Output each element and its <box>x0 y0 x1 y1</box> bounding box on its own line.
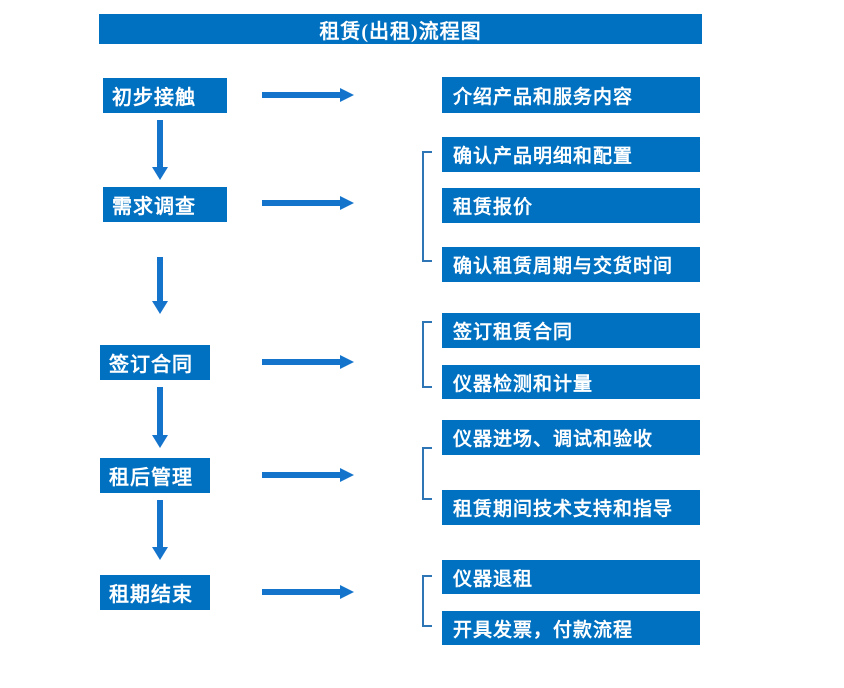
bracket-group-demand-survey <box>422 151 432 262</box>
title-bar: 租赁(出租)流程图 <box>99 14 702 44</box>
detail-box-technical-support: 租赁期间技术支持和指导 <box>442 490 700 525</box>
right-arrow-icon-1 <box>262 88 354 102</box>
right-arrow-icon-5 <box>262 585 354 599</box>
bracket-group-post-rental <box>422 447 432 500</box>
page-title: 租赁(出租)流程图 <box>319 20 482 43</box>
detail-box-confirm-product-details: 确认产品明细和配置 <box>442 137 700 172</box>
bracket-group-lease-end <box>422 575 432 627</box>
bracket-group-sign-contract <box>422 321 432 388</box>
detail-box-introduce-products: 介绍产品和服务内容 <box>442 77 700 113</box>
stage-box-sign-contract: 签订合同 <box>100 345 210 380</box>
stage-box-post-rental-management: 租后管理 <box>100 458 210 493</box>
down-arrow-icon-1 <box>152 120 168 180</box>
detail-box-confirm-rental-period: 确认租赁周期与交货时间 <box>442 247 700 282</box>
right-arrow-icon-2 <box>262 196 354 210</box>
down-arrow-icon-4 <box>152 500 168 560</box>
detail-box-invoice-payment: 开具发票，付款流程 <box>442 611 700 645</box>
stage-box-initial-contact: 初步接触 <box>103 78 227 113</box>
detail-box-rental-quotation: 租赁报价 <box>442 188 700 223</box>
right-arrow-icon-4 <box>262 468 354 482</box>
detail-box-instrument-delivery-acceptance: 仪器进场、调试和验收 <box>442 420 700 455</box>
down-arrow-icon-3 <box>152 387 168 448</box>
detail-box-instrument-inspection: 仪器检测和计量 <box>442 365 700 399</box>
down-arrow-icon-2 <box>152 257 168 314</box>
right-arrow-icon-3 <box>262 355 354 369</box>
stage-box-lease-end: 租期结束 <box>100 575 210 610</box>
detail-box-sign-rental-contract: 签订租赁合同 <box>442 313 700 348</box>
detail-box-instrument-return: 仪器退租 <box>442 560 700 594</box>
stage-box-demand-survey: 需求调查 <box>103 187 227 222</box>
